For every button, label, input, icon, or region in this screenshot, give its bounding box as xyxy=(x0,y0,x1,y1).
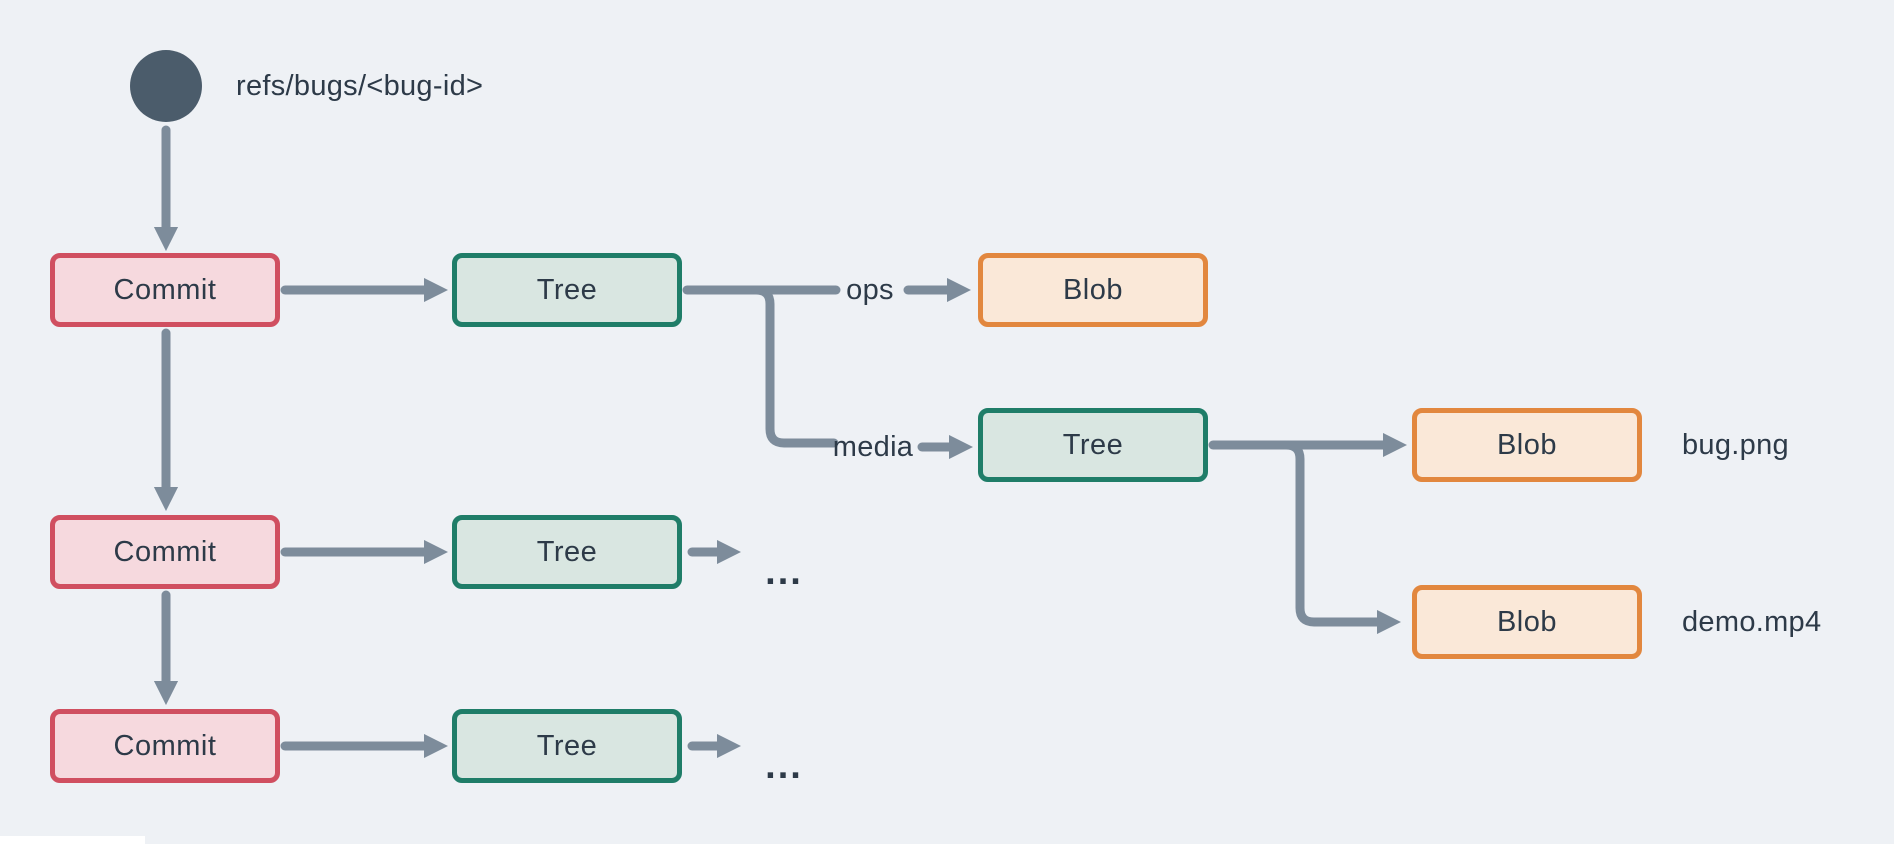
ref-label: refs/bugs/<bug-id> xyxy=(236,69,484,102)
node-label: Commit xyxy=(113,535,217,568)
ref-circle xyxy=(130,50,202,122)
node-commit-3: Commit xyxy=(50,709,280,783)
screen-edge-artifact xyxy=(0,836,145,844)
node-tree-1: Tree xyxy=(452,253,682,327)
node-blob-demo-mp4: Blob xyxy=(1412,585,1642,659)
node-label: Blob xyxy=(1496,428,1558,461)
node-blob-ops: Blob xyxy=(978,253,1208,327)
ellipsis-row-3: ... xyxy=(765,745,803,787)
edge-label-media: media xyxy=(832,430,914,463)
arrow-treemedia-branch-to-blob-demo xyxy=(1281,440,1402,635)
node-label: Blob xyxy=(1062,273,1124,306)
line-tree1-branch-to-media-label xyxy=(751,285,839,448)
node-label: Tree xyxy=(536,273,598,306)
node-tree-media: Tree xyxy=(978,408,1208,482)
node-label: Tree xyxy=(536,535,598,568)
file-label-bug-png: bug.png xyxy=(1682,428,1789,461)
node-blob-bug-png: Blob xyxy=(1412,408,1642,482)
node-label: Commit xyxy=(113,729,217,762)
node-label: Commit xyxy=(113,273,217,306)
node-commit-2: Commit xyxy=(50,515,280,589)
file-label-demo-mp4: demo.mp4 xyxy=(1682,605,1822,638)
node-label: Tree xyxy=(536,729,598,762)
edge-label-ops: ops xyxy=(846,273,894,306)
node-label: Tree xyxy=(1062,428,1124,461)
node-tree-2: Tree xyxy=(452,515,682,589)
node-commit-1: Commit xyxy=(50,253,280,327)
node-label: Blob xyxy=(1496,605,1558,638)
node-tree-3: Tree xyxy=(452,709,682,783)
ellipsis-row-2: ... xyxy=(765,551,803,593)
